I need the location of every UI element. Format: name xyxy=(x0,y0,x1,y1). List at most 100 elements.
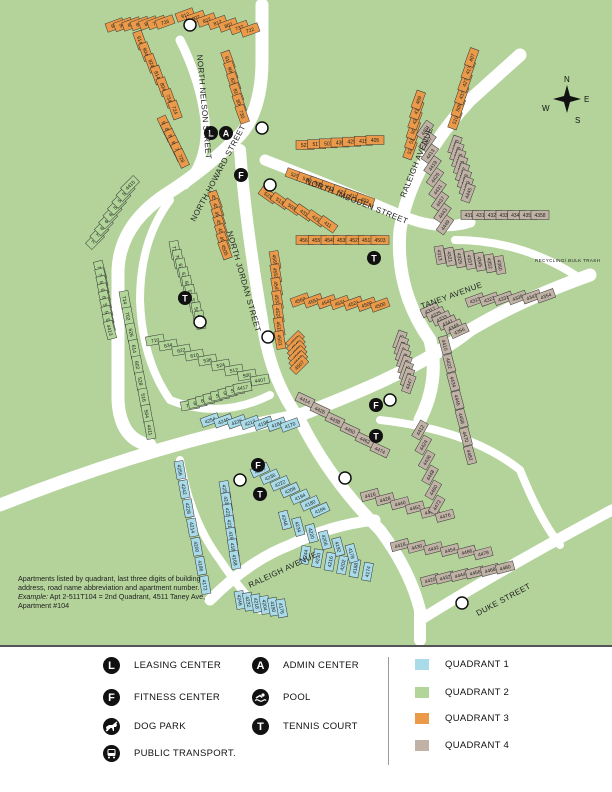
building-block xyxy=(434,508,456,523)
building-block xyxy=(279,481,301,499)
building-number: 427 xyxy=(462,78,471,88)
building-block xyxy=(289,488,311,505)
apartment-numbering-note: Apartments listed by quadrant, last thre… xyxy=(18,574,218,610)
building-block xyxy=(186,517,199,538)
building-number: 4216 xyxy=(327,556,335,568)
building-number: 4246 xyxy=(235,594,243,606)
building-number: 4354 xyxy=(540,292,553,302)
building-number: 4425 xyxy=(430,172,441,185)
building-block xyxy=(154,14,176,30)
tennis-marker-west[interactable]: T xyxy=(178,291,192,305)
tennis-marker-south[interactable]: T xyxy=(253,487,267,501)
building-411: 411 xyxy=(317,215,339,234)
note-text: Apartments listed by quadrant, last thre… xyxy=(18,574,201,592)
building-4358: 4358 xyxy=(530,210,550,220)
legend-admin: A ADMIN CENTER xyxy=(252,657,359,674)
building-4345: 4345 xyxy=(473,251,487,272)
building-number: 433 xyxy=(325,184,335,193)
building-block xyxy=(463,444,477,466)
building-722: 722 xyxy=(239,22,261,38)
building-block xyxy=(269,475,291,492)
building-block xyxy=(463,250,477,270)
building-number: 4176 xyxy=(277,602,285,614)
building-number: 4182 xyxy=(228,542,236,554)
building-number: 4331 xyxy=(497,294,510,304)
building-4430: 4430 xyxy=(406,539,427,554)
building-number: 4240 xyxy=(217,417,230,427)
dog-park-marker[interactable] xyxy=(183,18,197,32)
building-732: 732 xyxy=(228,19,250,36)
building-block xyxy=(493,255,507,275)
building-block xyxy=(369,441,391,459)
pool-marker-west[interactable] xyxy=(193,315,207,329)
building-number: 4443 xyxy=(438,207,449,220)
building-block xyxy=(460,182,476,204)
compass-n: N xyxy=(564,75,570,84)
building-number: 710 xyxy=(151,337,160,344)
bus-stop-marker-duke[interactable] xyxy=(455,596,469,610)
legend-q4-label: QUADRANT 4 xyxy=(445,740,510,751)
building-4413: 4413 xyxy=(103,319,117,341)
building-number: 4458 xyxy=(456,412,465,425)
bus-stop-marker-south[interactable] xyxy=(338,471,352,485)
legend-quadrant-3: QUADRANT 3 xyxy=(415,713,509,724)
admin-center-marker[interactable]: A xyxy=(219,126,233,140)
building-number: 407 xyxy=(468,53,477,63)
pool-marker-south[interactable] xyxy=(233,473,247,487)
building-4194: 4194 xyxy=(289,488,311,505)
leasing-center-marker[interactable]: L xyxy=(204,126,218,140)
building-number: 4204 xyxy=(260,599,268,611)
building-block xyxy=(311,548,324,569)
pool-marker-north[interactable] xyxy=(263,178,277,192)
building-number: 503 xyxy=(286,203,296,213)
building-block xyxy=(299,495,321,512)
building-block xyxy=(464,47,480,68)
quadrant-1-swatch xyxy=(415,659,429,670)
building-4417: 4417 xyxy=(232,381,253,394)
building-4411: 4411 xyxy=(143,420,157,440)
building-number: 525 xyxy=(290,172,300,181)
building-block xyxy=(239,22,261,38)
building-4242: 4242 xyxy=(177,479,191,500)
tennis-marker-east[interactable]: T xyxy=(369,429,383,443)
building-number: 4244 xyxy=(302,549,310,561)
building-block xyxy=(232,381,253,394)
building-4226: 4226 xyxy=(226,414,248,430)
building-number: 4350 xyxy=(523,213,534,219)
building-block xyxy=(190,536,203,557)
building-block xyxy=(389,538,411,552)
building-number: 509 xyxy=(455,103,464,113)
building-block xyxy=(448,322,470,340)
building-number: 4347 xyxy=(526,293,539,303)
building-block xyxy=(344,543,359,564)
fitness-marker-north[interactable]: F xyxy=(234,168,248,182)
bus-stop-marker-north[interactable] xyxy=(255,121,269,135)
legend-leasing-label: LEASING CENTER xyxy=(134,660,222,671)
bus-stop-marker-center[interactable] xyxy=(261,330,275,344)
compass-s: S xyxy=(575,116,580,125)
building-number: 726 xyxy=(160,19,170,28)
building-number: 505 xyxy=(313,180,323,189)
building-4446: 4446 xyxy=(450,389,465,411)
building-726: 726 xyxy=(154,14,176,30)
fitness-marker-south[interactable]: F xyxy=(251,458,265,472)
legend-quadrant-1: QUADRANT 1 xyxy=(415,659,509,670)
building-number: 4535 xyxy=(337,238,348,244)
building-4192: 4192 xyxy=(331,536,346,557)
building-number: 4567 xyxy=(299,238,310,244)
note-example-label: Example: xyxy=(18,592,48,601)
legend-q3-label: QUADRANT 3 xyxy=(445,713,510,724)
building-409: 409 xyxy=(410,89,426,111)
building-number: 528 xyxy=(136,377,143,386)
building-number: 4337 xyxy=(465,254,473,266)
building-number: 421 xyxy=(310,214,320,224)
building-block xyxy=(370,235,390,245)
fitness-marker-east[interactable]: F xyxy=(369,398,383,412)
fitness-center-icon: F xyxy=(103,689,120,706)
building-number: 912 xyxy=(180,12,190,21)
building-number: 4335 xyxy=(499,213,510,219)
building-4407: 4407 xyxy=(250,373,270,387)
tennis-marker-jordan[interactable]: T xyxy=(367,251,381,265)
building-number: 4436 xyxy=(422,454,433,467)
pool-marker-east[interactable] xyxy=(383,393,397,407)
